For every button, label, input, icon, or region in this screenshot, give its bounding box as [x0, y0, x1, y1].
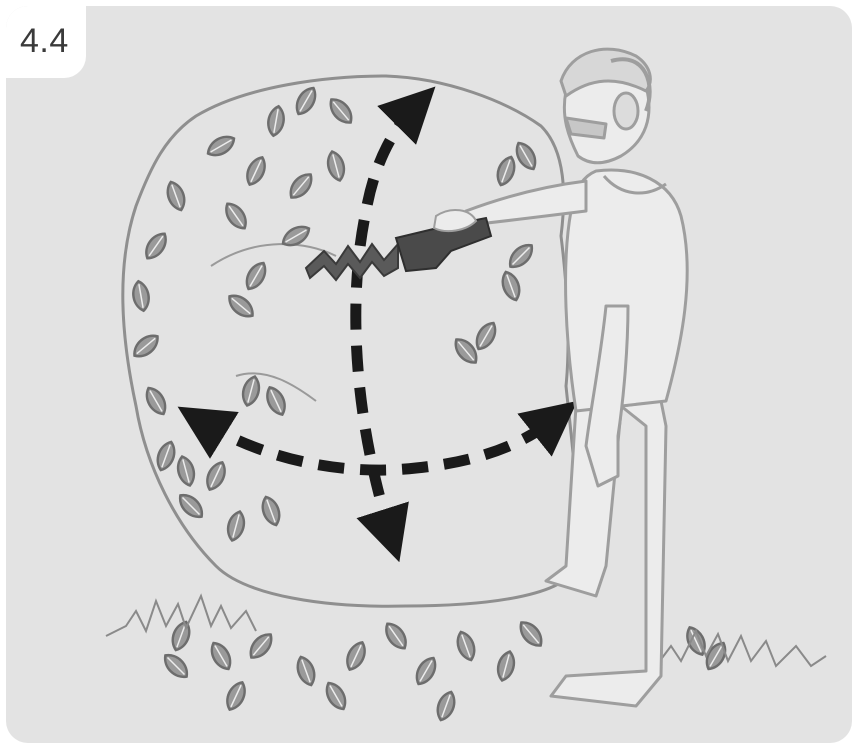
hedge-bush — [123, 76, 578, 606]
figure-badge: 4.4 — [6, 6, 86, 78]
instruction-panel: 4.4 — [6, 6, 852, 743]
hedge-trimming-illustration — [6, 6, 852, 743]
person-with-ear-defenders-icon — [461, 49, 687, 706]
figure-number: 4.4 — [20, 24, 69, 58]
hedge-trimmer-icon — [306, 210, 491, 280]
